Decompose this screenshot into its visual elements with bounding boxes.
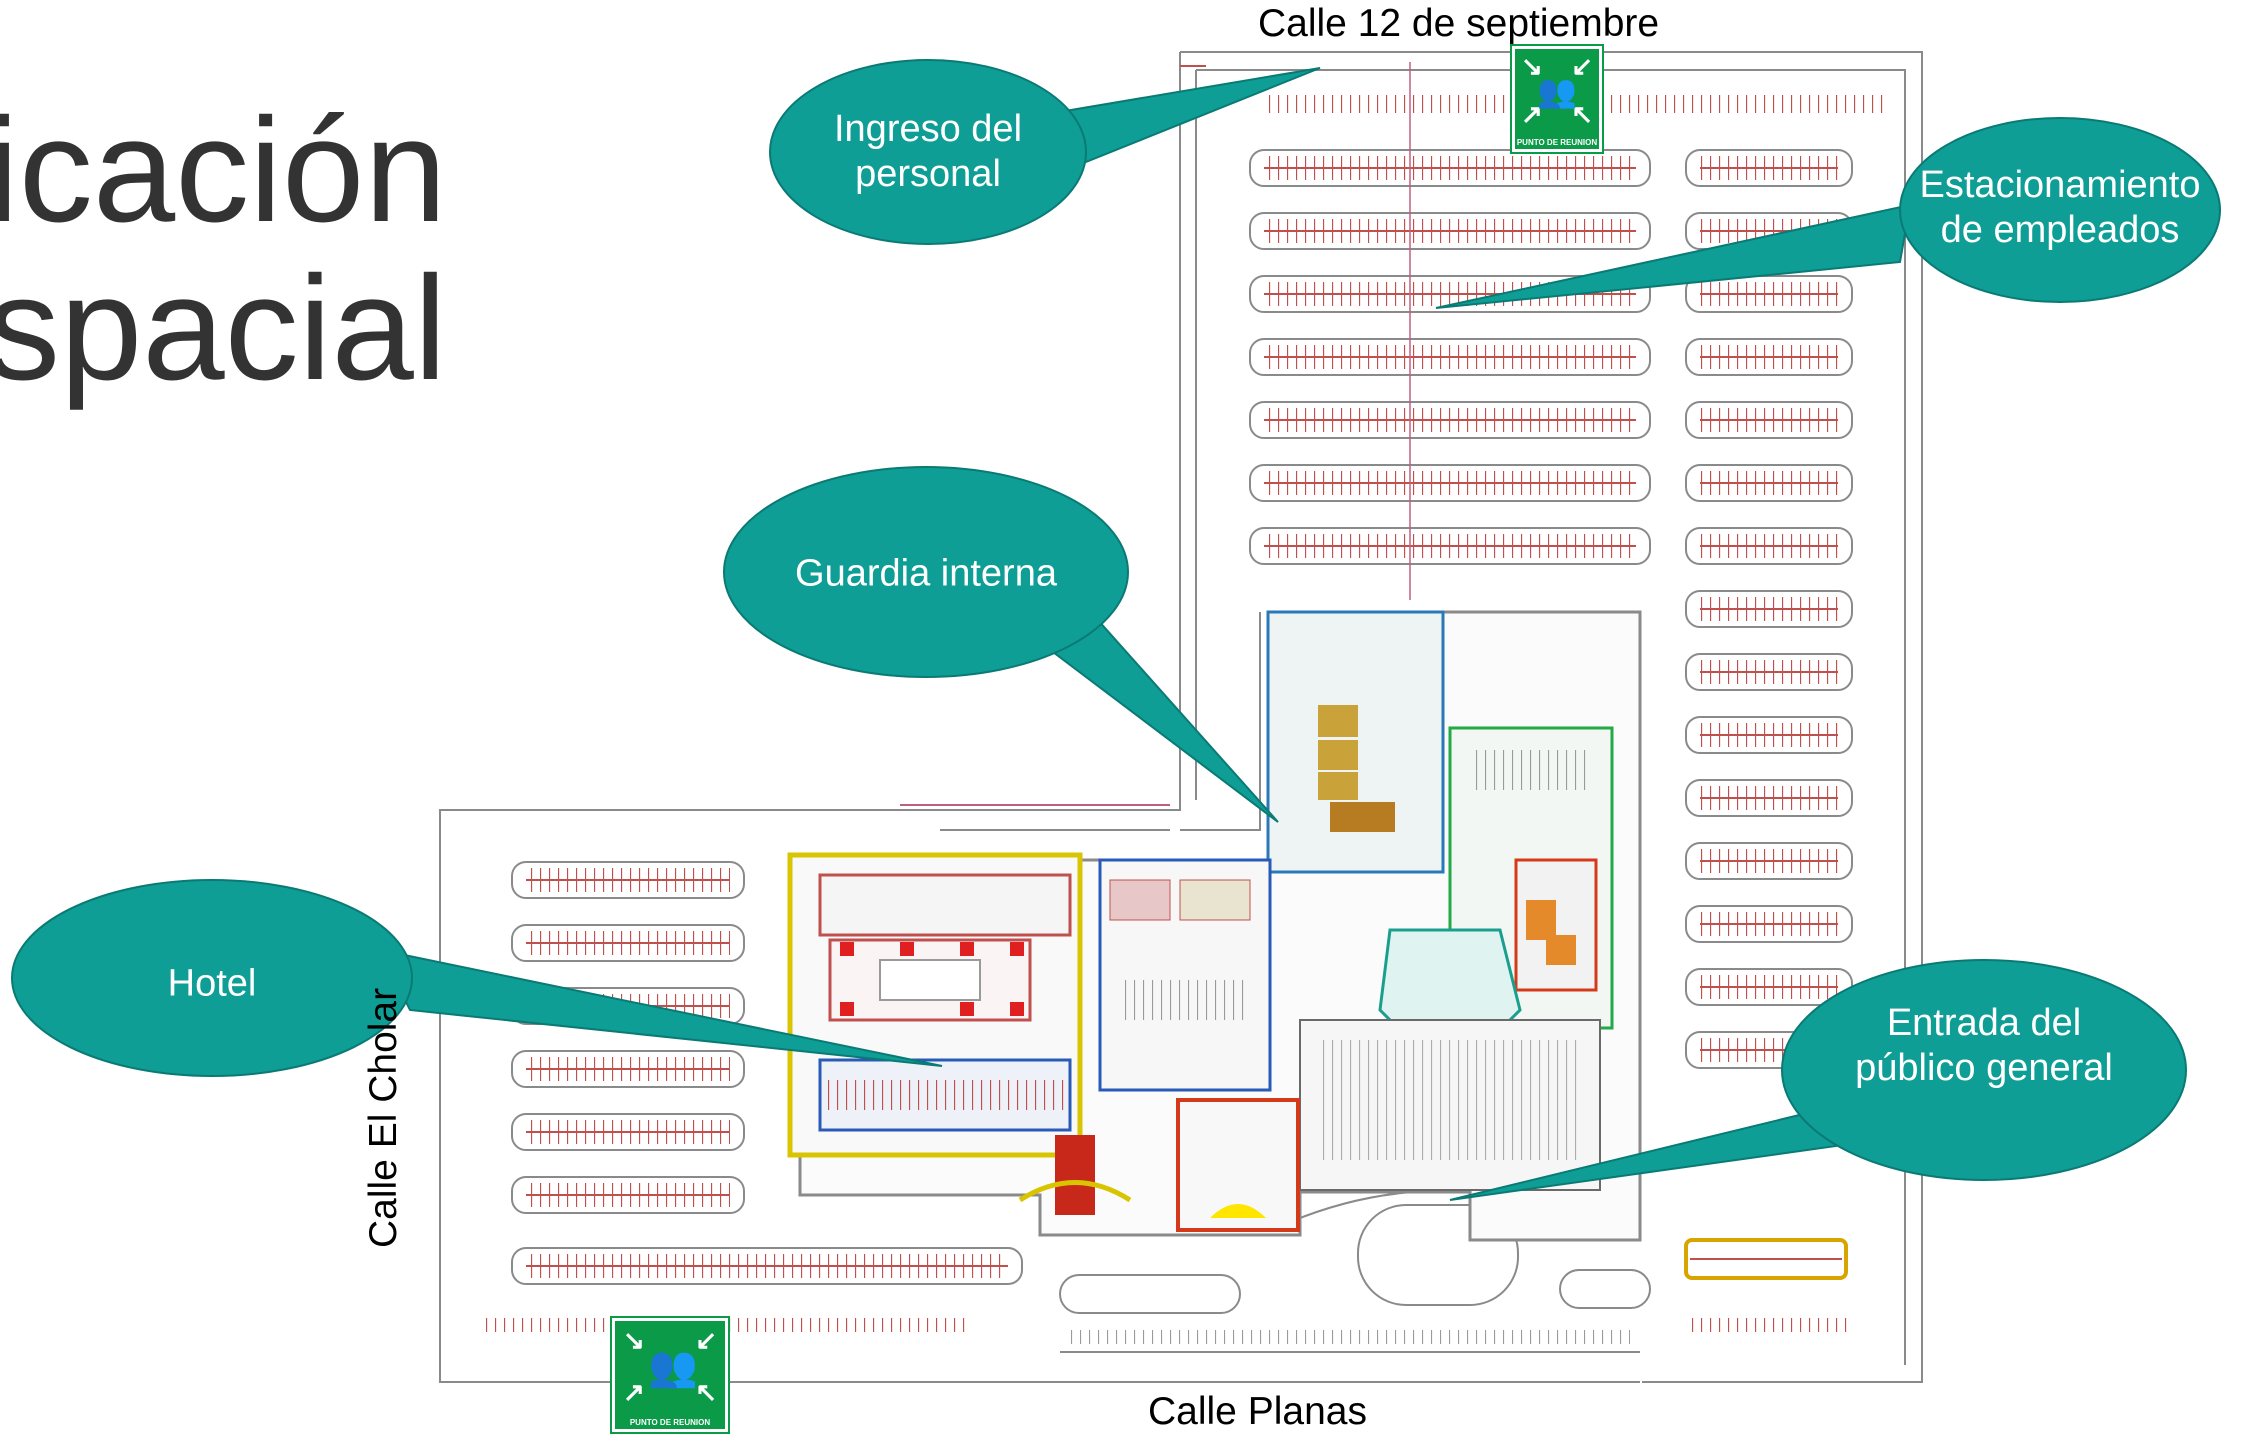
parking-row [1249,401,1651,439]
arrow-icon: ↘ [623,1325,645,1355]
callout-guardia [723,466,1279,823]
assembly-point-icon-bottom: ↘ ↙ ↗ ↖ 👥 PUNTO DE REUNION [612,1318,728,1432]
arrow-icon: ↖ [695,1377,717,1407]
parking-row [511,1176,745,1214]
arrow-icon: ↙ [695,1325,717,1355]
parking-row [1685,338,1853,376]
callout-estacionamiento [1435,117,2221,309]
assembly-point-icon-top: ↘ ↙ ↗ ↖ 👥 PUNTO DE REUNION [1512,46,1602,152]
people-icon: 👥 [648,1345,698,1389]
parking-row [1685,653,1853,691]
callout-guardia-line1: Guardia interna [795,552,1057,595]
arrow-icon: ↙ [1571,51,1593,81]
hotel-building [787,852,1132,1215]
parking-row [1685,464,1853,502]
parking-row [1249,275,1651,313]
slide-title: icación spacial [0,92,447,408]
parking-row [1249,212,1651,250]
parking-row [1685,527,1853,565]
callout-ingreso [769,59,1321,245]
callout-entrada-line2: público general [1855,1047,2113,1089]
parking-row [1685,590,1853,628]
parking-row [1685,905,1853,943]
arrow-icon: ↖ [1571,99,1593,129]
callout-hotel [11,879,943,1077]
parking-row [1685,716,1853,754]
street-label-left: Calle El Cholar [362,987,405,1248]
title-line-2: spacial [0,246,447,411]
employee-parking-left-rows [1249,149,1651,565]
parking-row [511,861,745,899]
street-label-top: Calle 12 de septiembre [1258,2,1660,45]
callout-entrada [1449,959,2187,1201]
parking-row [1685,842,1853,880]
parking-row [1249,338,1651,376]
callout-entrada-text: Entrada del público general [1855,1001,2113,1091]
street-label-bottom: Calle Planas [1148,1390,1367,1433]
parking-row [511,924,745,962]
arrow-icon: ↗ [623,1377,645,1407]
parking-row [511,1050,745,1088]
people-icon: 👥 [1537,73,1577,109]
callout-ingreso-line1: Ingreso del [833,108,1023,150]
assembly-point-label-bottom: PUNTO DE REUNION [629,1418,711,1427]
arrow-icon: ↘ [1521,51,1543,81]
callout-ingreso-line2: personal [855,153,1001,195]
parking-row [1685,275,1853,313]
callout-ingreso-text: Ingreso del personal [834,107,1022,197]
parking-row [511,1247,1023,1285]
callout-entrada-line1: Entrada del [1886,1002,2082,1044]
title-line-1: icación [0,88,447,253]
arrow-icon: ↗ [1521,99,1543,129]
parking-row [1249,464,1651,502]
parking-row [1685,401,1853,439]
assembly-point-label-top: PUNTO DE REUNION [1516,138,1598,147]
callout-estacionamiento-line2: de empleados [1940,209,2180,251]
callout-guardia-text: Guardia interna [795,552,1057,597]
parking-row [1685,149,1853,187]
employee-parking-right-rows [1685,149,1853,1069]
parking-row [1685,779,1853,817]
callout-estacionamiento-text: Estacionamiento de empleados [1920,163,2201,253]
callout-estacionamiento-line1: Estacionamiento [1919,164,2201,206]
parking-row [1249,149,1651,187]
parking-row [1249,527,1651,565]
callout-hotel-line1: Hotel [167,962,257,1005]
bus-parking [1684,1238,1848,1280]
callout-hotel-text: Hotel [168,962,257,1007]
parking-row [511,1113,745,1151]
